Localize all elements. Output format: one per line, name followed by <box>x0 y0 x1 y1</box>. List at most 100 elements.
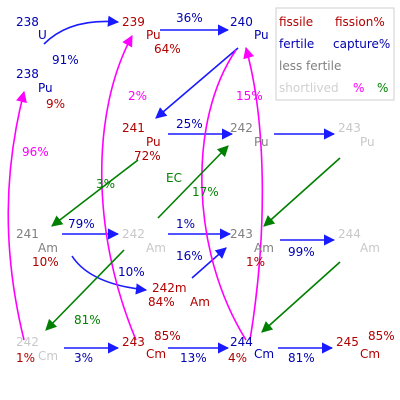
label-cm244-cm245: 81% <box>288 351 315 365</box>
nuclide-pu242: 242 Pu <box>230 121 269 149</box>
u238-symbol: U <box>38 28 47 42</box>
am242m-pct: 84% <box>148 295 175 309</box>
pu243-symbol: Pu <box>360 135 375 149</box>
cm245-symbol: Cm <box>360 347 380 361</box>
legend-fertile: fertile <box>279 37 314 51</box>
label-u238-pu239: 91% <box>52 53 79 67</box>
arrow-am242-cm242 <box>45 249 125 331</box>
arrow-am244-cm244 <box>261 261 341 333</box>
legend-capture-pct: capture% <box>333 37 390 51</box>
label-am241-am242m: 10% <box>118 265 145 279</box>
arrow-pu241-am241 <box>51 159 139 227</box>
decay-arrows-green <box>45 145 341 333</box>
arrow-cm242-pu238 <box>7 90 27 341</box>
nuclide-pu239: 239 Pu 64% <box>122 15 181 56</box>
label-am242-pu242: 17% <box>192 185 219 199</box>
arrow-pu240-pu241 <box>155 47 239 119</box>
arrow-pu243-am243 <box>263 157 341 227</box>
arrow-cm244-pu240-inner <box>201 49 247 341</box>
pu240-symbol: Pu <box>254 28 269 42</box>
am243-mass: 243 <box>230 227 253 241</box>
nuclide-pu238: 238 Pu 9% <box>16 67 65 111</box>
nuclide-am242m: 242m Am 84% <box>148 281 210 309</box>
nuclides: 238 U 238 Pu 9% 239 Pu 64% 240 Pu 241 Pu… <box>16 15 395 365</box>
cm244-pct: 4% <box>228 351 247 365</box>
cm244-symbol: Cm <box>254 347 274 361</box>
arrow-am242m-am243 <box>191 247 227 279</box>
legend-fissile: fissile <box>279 15 313 29</box>
label-am242-am243: 1% <box>176 217 195 231</box>
label-pu239-pu241: 2% <box>128 89 147 103</box>
u238-mass: 238 <box>16 15 39 29</box>
arrow-u238-pu239 <box>43 15 120 45</box>
am241-symbol: Am <box>38 241 58 255</box>
legend-less-fertile: less fertile <box>279 59 341 73</box>
nuclide-cm244: 244 Cm 4% <box>228 335 274 365</box>
cm245-mass: 245 <box>336 335 359 349</box>
am242m-mass: 242m <box>152 281 187 295</box>
cm244-mass: 244 <box>230 335 253 349</box>
label-cm244-pu240: 15% <box>236 89 263 103</box>
pu242-mass: 242 <box>230 121 253 135</box>
am241-pct: 10% <box>32 255 59 269</box>
label-pu238-up: 96% <box>22 145 49 159</box>
label-pu241-pu242: 25% <box>176 117 203 131</box>
pu238-symbol: Pu <box>38 81 53 95</box>
label-am241-am242: 79% <box>68 217 95 231</box>
label-cm242-cm243: 3% <box>74 351 93 365</box>
cm242-symbol: Cm <box>38 349 58 363</box>
label-am243-am244: 99% <box>288 245 315 259</box>
am243-pct: 1% <box>246 255 265 269</box>
decay-arrows-magenta <box>7 35 264 341</box>
nuclide-am241: 241 Am 10% <box>16 227 59 269</box>
am244-mass: 244 <box>338 227 361 241</box>
label-am242m-am243: 16% <box>176 249 203 263</box>
nuclide-am242: 242 Am <box>122 227 166 255</box>
pu243-mass: 243 <box>338 121 361 135</box>
label-ec: EC <box>166 171 182 185</box>
am241-mass: 241 <box>16 227 39 241</box>
am242-symbol: Am <box>146 241 166 255</box>
cm242-mass: 242 <box>16 335 39 349</box>
nuclide-u238: 238 U <box>16 15 47 42</box>
pu241-mass: 241 <box>122 121 145 135</box>
arrow-labels: 91% 36% 25% 79% 1% 99% 10% 16% 3% 13% 81… <box>22 11 315 365</box>
arrow-cm243-pu239 <box>100 35 137 341</box>
nuclide-am244: 244 Am <box>338 227 380 255</box>
legend-shortlived: shortlived <box>279 81 339 95</box>
nuclide-cm243: 243 Cm 85% <box>122 329 181 361</box>
pu241-symbol: Pu <box>146 135 161 149</box>
label-pu239-pu240: 36% <box>176 11 203 25</box>
label-am242-cm242: 81% <box>74 313 101 327</box>
nuclide-pu241: 241 Pu 72% <box>122 121 161 163</box>
nuclide-cm242: 242 Cm 1% <box>16 335 58 365</box>
legend-box <box>275 7 395 101</box>
am242m-symbol: Am <box>190 295 210 309</box>
cm242-pct: 1% <box>16 351 35 365</box>
arrow-am241-am242m <box>71 255 148 295</box>
nuclide-am243: 243 Am 1% <box>230 227 274 269</box>
cm245-pct: 85% <box>368 329 395 343</box>
legend-pct-green: % <box>377 81 388 95</box>
cm243-mass: 243 <box>122 335 145 349</box>
nuclide-cm245: 245 Cm 85% <box>336 329 395 361</box>
am244-symbol: Am <box>360 241 380 255</box>
nuclide-pu243: 243 Pu <box>338 121 375 149</box>
pu238-pct: 9% <box>46 97 65 111</box>
label-cm243-cm244: 13% <box>180 351 207 365</box>
cm243-symbol: Cm <box>146 347 166 361</box>
pu239-mass: 239 <box>122 15 145 29</box>
capture-arrows <box>43 15 336 354</box>
legend: fissile fission% fertile capture% less f… <box>275 7 395 101</box>
arrow-cm244-pu240 <box>243 46 264 341</box>
legend-pct-magenta: % <box>353 81 364 95</box>
pu241-pct: 72% <box>134 149 161 163</box>
pu240-mass: 240 <box>230 15 253 29</box>
pu242-symbol: Pu <box>254 135 269 149</box>
pu239-symbol: Pu <box>146 28 161 42</box>
cm243-pct: 85% <box>154 329 181 343</box>
pu238-mass: 238 <box>16 67 39 81</box>
arrow-am242-pu242 <box>157 145 229 219</box>
